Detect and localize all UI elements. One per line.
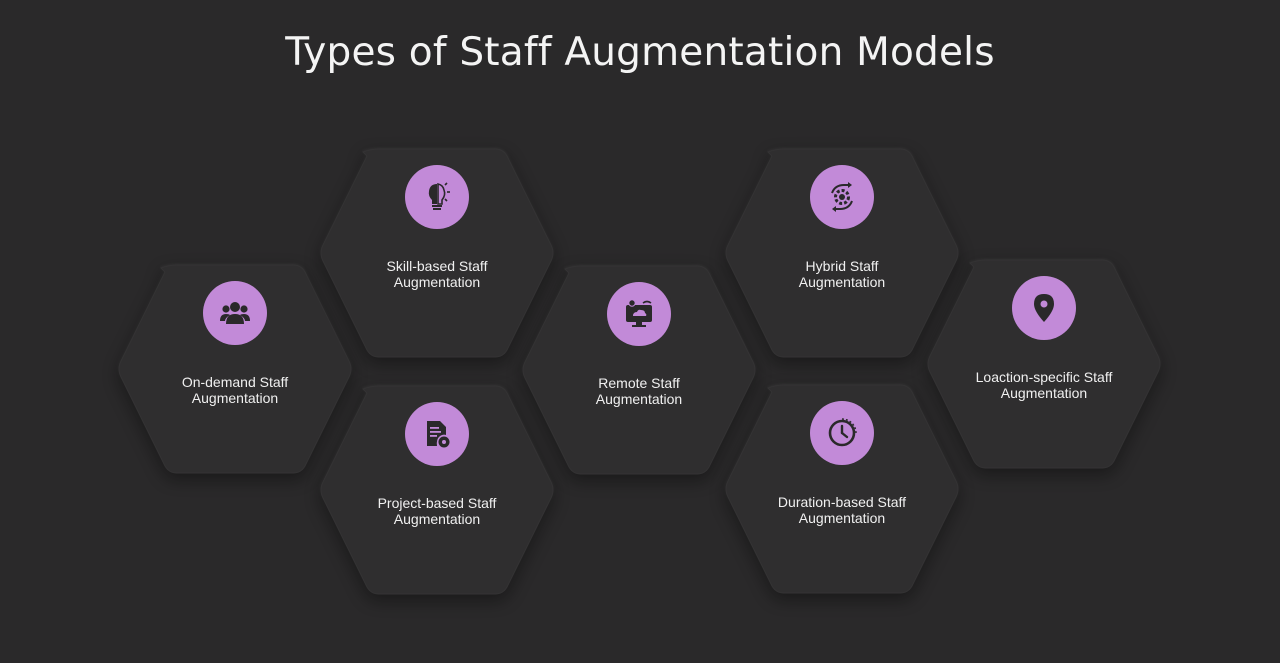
icon-badge	[405, 402, 469, 466]
icon-badge	[203, 281, 267, 345]
hex-skill-based: Skill-based Staff Augmentation	[319, 148, 555, 358]
model-label-line-2: Augmentation	[798, 510, 886, 526]
location-pin-icon	[1034, 294, 1054, 322]
model-label-line-1: Hybrid Staff	[805, 258, 879, 274]
icon-badge	[810, 401, 874, 465]
hex-location-specific: Loaction-specific Staff Augmentation	[926, 259, 1162, 469]
hex-duration-based: Duration-based Staff Augmentation	[724, 384, 960, 594]
model-label-line-1: Project-based Staff	[377, 495, 497, 511]
icon-badge	[607, 282, 671, 346]
icon-badge	[1012, 276, 1076, 340]
cycle-gear-icon	[831, 182, 853, 212]
model-label-line-1: Skill-based Staff	[386, 258, 488, 274]
hex-project-based: Project-based Staff Augmentation	[319, 385, 555, 595]
hex-remote: Remote Staff Augmentation	[521, 265, 757, 475]
model-label: Project-based Staff Augmentation	[347, 495, 527, 527]
model-label-line-2: Augmentation	[393, 511, 481, 527]
hex-on-demand: On-demand Staff Augmentation	[117, 264, 353, 474]
model-label: Loaction-specific Staff Augmentation	[954, 369, 1134, 401]
model-label: Skill-based Staff Augmentation	[347, 258, 527, 290]
people-group-icon	[220, 302, 250, 324]
model-label-line-2: Augmentation	[191, 390, 279, 406]
model-label-line-1: Duration-based Staff	[777, 494, 907, 510]
model-label-line-2: Augmentation	[595, 391, 683, 407]
model-label: On-demand Staff Augmentation	[145, 374, 325, 406]
icon-badge	[405, 165, 469, 229]
icon-badge	[810, 165, 874, 229]
model-label: Hybrid Staff Augmentation	[752, 258, 932, 290]
model-label: Duration-based Staff Augmentation	[752, 494, 932, 526]
hex-hybrid: Hybrid Staff Augmentation	[724, 148, 960, 358]
model-label-line-1: On-demand Staff	[181, 374, 289, 390]
remote-monitor-icon	[626, 299, 652, 327]
model-label-line-1: Loaction-specific Staff	[975, 369, 1113, 385]
model-label-line-2: Augmentation	[1000, 385, 1088, 401]
document-gear-icon	[427, 421, 450, 448]
page-title: Types of Staff Augmentation Models	[285, 30, 995, 75]
model-label-line-2: Augmentation	[798, 274, 886, 290]
clock-icon	[828, 418, 857, 447]
lightbulb-brain-icon	[428, 182, 450, 210]
model-label: Remote Staff Augmentation	[549, 375, 729, 407]
model-label-line-1: Remote Staff	[598, 375, 680, 391]
model-label-line-2: Augmentation	[393, 274, 481, 290]
